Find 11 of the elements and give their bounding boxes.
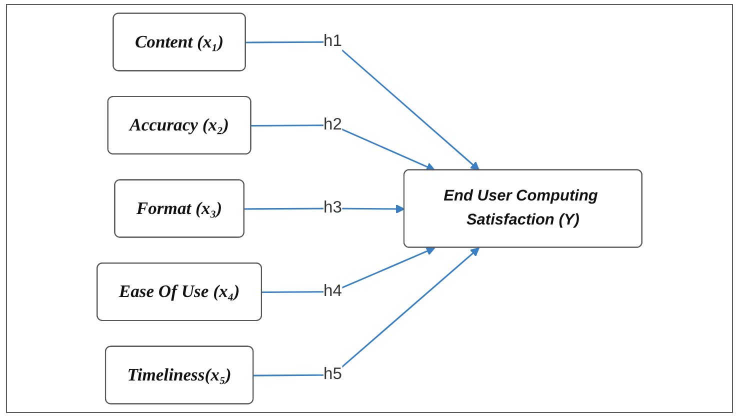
arrow <box>254 247 480 376</box>
arrow <box>251 124 436 172</box>
arrow <box>262 246 436 294</box>
edge-label: h1 <box>324 32 342 50</box>
edge-label: h2 <box>324 116 342 134</box>
edge-label: h5 <box>324 366 342 384</box>
edge-label: h3 <box>324 199 342 217</box>
edge-label: h4 <box>324 282 342 300</box>
arrow <box>246 41 480 171</box>
arrow <box>244 204 405 214</box>
diagram-frame: h1 h2 h3 h4 h5 Content (x₁) Accuracy (x₂) Format (x₃) Ease Of Use (x₄) Timeliness(x₅) End User Computing Satisfaction (Y) <box>6 4 733 413</box>
